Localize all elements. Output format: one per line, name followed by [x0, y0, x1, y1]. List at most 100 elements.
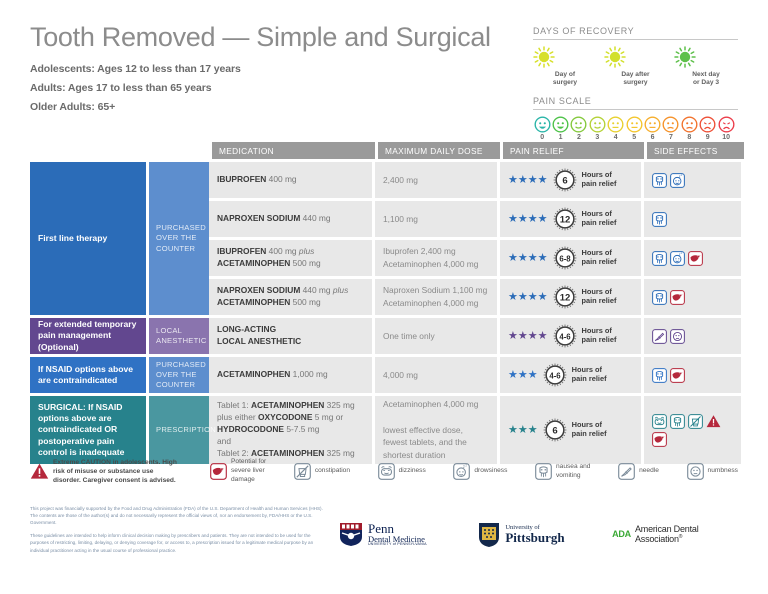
penn-shield-icon [340, 523, 362, 547]
pain-face-10: 10 [717, 116, 735, 141]
legend-item-drowsiness: z z drowsiness [453, 463, 508, 481]
table-body: First line therapy PURCHASED OVER THE CO… [30, 159, 741, 464]
warning-icon [706, 414, 721, 429]
cell-side-effects: z z [644, 240, 741, 276]
header-category [30, 142, 146, 159]
svg-text:z: z [466, 464, 468, 468]
cell-medication: NAPROXEN SODIUM 440 mg [209, 201, 372, 237]
svg-text:z: z [679, 252, 681, 256]
pitt-logo-text: University of Pittsburgh [505, 523, 565, 546]
cell-side-effects [644, 318, 741, 354]
svg-text:6: 6 [562, 175, 567, 186]
pain-face-8: 8 [680, 116, 698, 141]
legend-item-numbness: numbness [686, 463, 738, 481]
table-group-3: SURGICAL: If NSAID options above are con… [30, 396, 741, 464]
group-access-label: PURCHASED OVER THE COUNTER [149, 162, 209, 315]
clock-icon: 6 [552, 167, 578, 193]
header-access [149, 142, 209, 159]
header-left: Tooth Removed — Simple and Surgical Adol… [30, 22, 533, 141]
constipation-icon [688, 413, 703, 429]
legend-item-label: constipation [314, 467, 351, 475]
pain-scale-block: PAIN SCALE 0 1 2 3 4 5 6 7 [533, 96, 738, 141]
footer-fine-print: This project was financially supported b… [30, 505, 330, 560]
pain-face-number: 5 [632, 134, 637, 142]
group-category-label: For extended temporary pain management (… [30, 318, 146, 354]
legend-caution: Extreme CAUTION in adolescents. High ris… [30, 458, 210, 486]
needle-icon [652, 328, 667, 344]
medication-table: MEDICATION MAXIMUM DAILY DOSE PAIN RELIE… [30, 142, 744, 464]
liver-icon [670, 289, 685, 305]
constipation-icon [293, 463, 311, 481]
legend-caution-text: Extreme CAUTION in adolescents. High ris… [53, 459, 177, 485]
cell-side-effects: z z [644, 162, 741, 198]
star-rating: ★★★★ [508, 329, 548, 342]
star-rating: ★★★ [508, 423, 538, 436]
group-category-label: SURGICAL: If NSAID options above are con… [30, 396, 146, 464]
sun-icon [533, 46, 597, 68]
pain-scale-faces: 0 1 2 3 4 5 6 7 8 9 [533, 116, 738, 141]
liver-icon [210, 463, 227, 481]
cell-maximum-daily-dose: 4,000 mg [375, 357, 497, 393]
nausea-vomiting-icon [652, 367, 667, 383]
pain-face-9: 9 [699, 116, 717, 141]
liver-icon [688, 250, 703, 266]
sun-icon [674, 46, 738, 68]
sun-icon [603, 46, 668, 68]
liver-icon [652, 431, 667, 447]
pain-face-5: 5 [625, 116, 643, 141]
needle-icon [618, 463, 635, 481]
svg-text:6: 6 [552, 425, 557, 436]
pain-face-number: 8 [687, 134, 692, 142]
header-maximum-daily-dose: MAXIMUM DAILY DOSE [378, 142, 500, 159]
svg-text:6-8: 6-8 [559, 254, 571, 263]
svg-text:z: z [681, 173, 683, 177]
pain-face-0: 0 [533, 116, 551, 141]
nausea-vomiting-icon [652, 289, 667, 305]
cell-medication: IBUPROFEN 400 mg [209, 162, 372, 198]
group-access-label: PURCHASED OVER THE COUNTER [149, 357, 209, 393]
legend-item-needle: needle [618, 463, 659, 481]
age-group-adolescents: Adolescents: Ages 12 to less than 17 yea… [30, 63, 241, 76]
cell-maximum-daily-dose: 2,400 mg [375, 162, 497, 198]
penn-logo-text: Penn Dental Medicine UNIVERSITY of PENNS… [368, 520, 427, 547]
clock-icon: 6 [542, 417, 568, 443]
group-access-label: LOCAL ANESTHETIC [149, 318, 209, 354]
header-medication: MEDICATION [212, 142, 375, 159]
pain-face-number: 10 [722, 134, 730, 142]
legend-item-label: dizziness [398, 467, 426, 475]
star-rating: ★★★★ [508, 212, 548, 225]
legend-item-label: numbness [707, 467, 738, 475]
days-of-recovery-label: DAYS OF RECOVERY [533, 26, 738, 40]
drowsiness-icon: z z [453, 463, 471, 481]
svg-text:z: z [463, 464, 465, 469]
pain-face-3: 3 [588, 116, 606, 141]
pain-face-number: 7 [668, 134, 673, 142]
legend-item-label: drowsiness [474, 467, 508, 475]
american-dental-association-logo: ADA American Dental Association® [612, 524, 738, 544]
pitt-shield-icon [479, 522, 500, 547]
table-header-row: MEDICATION MAXIMUM DAILY DOSE PAIN RELIE… [30, 142, 744, 159]
legend-item-constipation: constipation [293, 463, 351, 481]
svg-text:12: 12 [559, 214, 570, 225]
pain-face-number: 6 [650, 134, 655, 142]
cell-side-effects [644, 279, 741, 315]
